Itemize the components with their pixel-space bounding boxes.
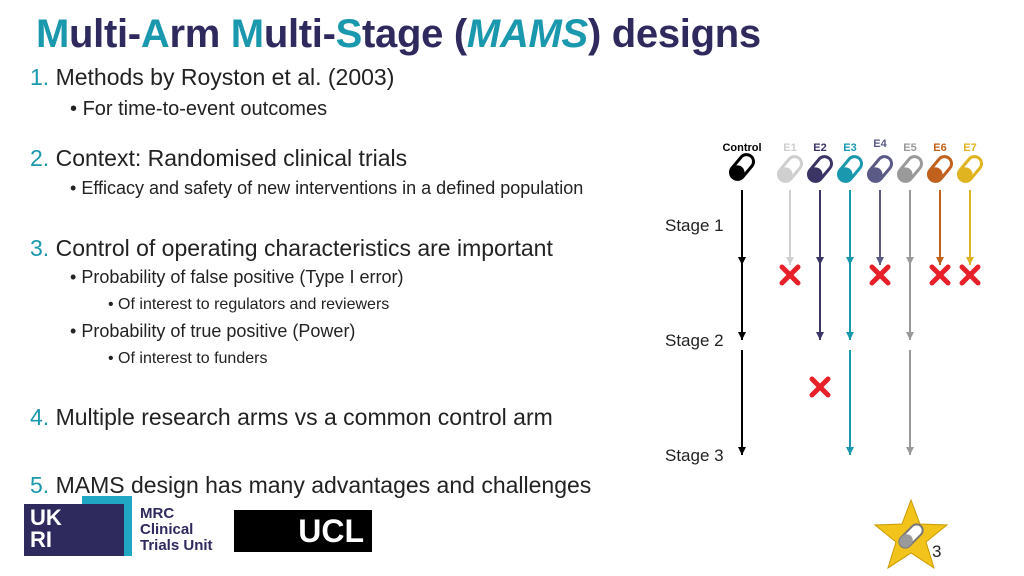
- page-number: 3: [932, 542, 942, 561]
- capsule-icon: [837, 155, 863, 183]
- sub-point: For time-to-event outcomes: [70, 98, 328, 121]
- arm-label: Control: [722, 142, 761, 154]
- arm-label: E7: [963, 142, 976, 154]
- arm-arrow-head: [906, 447, 914, 455]
- arm-arrow-head: [738, 332, 746, 340]
- arm-label: E6: [933, 142, 946, 154]
- capsule-icon: [729, 153, 755, 181]
- arm-label: E1: [783, 142, 796, 154]
- arm-label: E4: [873, 138, 887, 150]
- point-text: Methods by Royston et al. (2003): [55, 64, 395, 90]
- arm-arrow-head: [738, 447, 746, 455]
- drop-x-icon: [869, 264, 891, 286]
- arm-arrow-head: [846, 332, 854, 340]
- sub-sub-point: Of interest to regulators and reviewers: [108, 296, 389, 314]
- point-text: Multiple research arms vs a common contr…: [55, 404, 553, 430]
- stage-label: Stage 1: [665, 216, 724, 235]
- capsule-fill: [868, 167, 883, 182]
- point-text: Control of operating characteristics are…: [55, 235, 553, 261]
- drop-x-icon: [779, 264, 801, 286]
- arm-arrow-head: [966, 257, 974, 265]
- capsule-icon: [777, 155, 803, 183]
- point-number: 5.: [30, 472, 50, 498]
- mams-diagram: Control E1 E2 E3 E4 E5 E6 E7: [722, 138, 983, 455]
- capsule-icon: [957, 155, 983, 183]
- capsule-fill: [928, 167, 943, 182]
- point-2: 2. Context: Randomised clinical trials: [30, 145, 407, 172]
- arm-arrow-head: [906, 332, 914, 340]
- star-icon: [873, 498, 949, 570]
- capsule-icon: [897, 155, 923, 183]
- arm-arrow-head: [786, 257, 794, 265]
- capsule-fill: [838, 167, 853, 182]
- ucl-logo: UCL: [234, 510, 372, 552]
- stage-label: Stage 2: [665, 331, 724, 350]
- sub-point: Probability of true positive (Power): [70, 321, 355, 342]
- capsule-icon: [927, 155, 953, 183]
- point-1: 1. Methods by Royston et al. (2003): [30, 64, 394, 91]
- drop-x-stroke: [809, 376, 831, 398]
- arm-arrow-head: [816, 332, 824, 340]
- drop-x-icon: [809, 376, 831, 398]
- point-text: Context: Randomised clinical trials: [55, 145, 408, 171]
- drop-x-stroke: [779, 264, 801, 286]
- sub-point: Probability of false positive (Type I er…: [70, 267, 403, 288]
- drop-x-stroke: [959, 264, 981, 286]
- capsule-fill: [898, 167, 913, 182]
- capsule-fill: [958, 167, 973, 182]
- capsule-icon: [867, 155, 893, 183]
- arm-arrow-head: [846, 447, 854, 455]
- drop-x-stroke: [929, 264, 951, 286]
- point-text: MAMS design has many advantages and chal…: [55, 472, 592, 498]
- point-number: 3.: [30, 235, 50, 261]
- drop-x-icon: [959, 264, 981, 286]
- point-5: 5. MAMS design has many advantages and c…: [30, 472, 591, 499]
- sub-point: Efficacy and safety of new interventions…: [70, 178, 583, 199]
- drop-x-icon: [929, 264, 951, 286]
- point-4: 4. Multiple research arms vs a common co…: [30, 404, 553, 431]
- arm-label: E3: [843, 142, 856, 154]
- arm-arrow-head: [936, 257, 944, 265]
- point-number: 1.: [30, 64, 50, 90]
- arm-label: E2: [813, 142, 826, 154]
- capsule-icon: [807, 155, 833, 183]
- capsule-fill: [778, 167, 793, 182]
- arm-label: E5: [903, 142, 916, 154]
- point-number: 2.: [30, 145, 50, 171]
- sub-sub-point: Of interest to funders: [108, 350, 267, 368]
- stage-label: Stage 3: [665, 446, 724, 465]
- point-number: 4.: [30, 404, 50, 430]
- drop-x-stroke: [869, 264, 891, 286]
- slide-title: Multi-Arm Multi-Stage (MAMS) designs: [36, 12, 761, 56]
- point-3: 3. Control of operating characteristics …: [30, 235, 553, 262]
- capsule-fill: [808, 167, 823, 182]
- capsule-fill: [730, 165, 745, 180]
- arm-arrow-head: [876, 257, 884, 265]
